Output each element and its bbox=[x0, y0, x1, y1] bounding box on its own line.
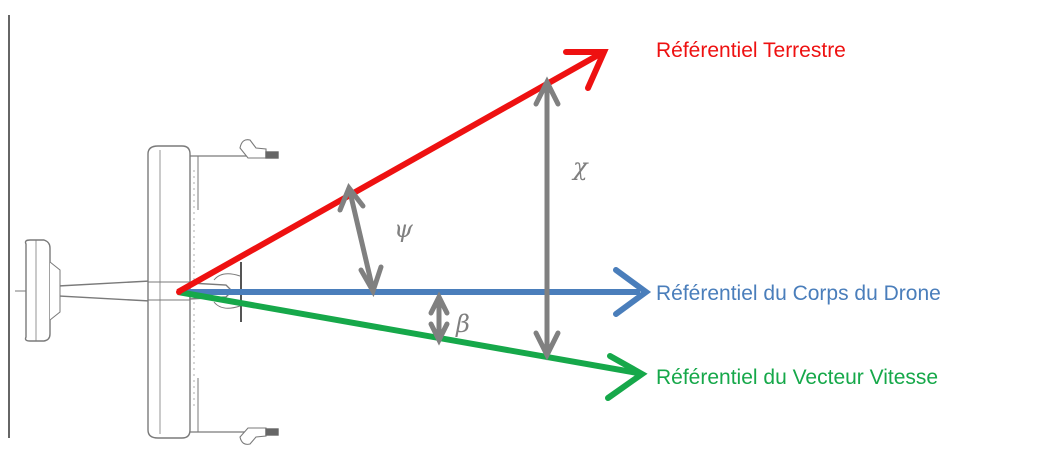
velocity-frame-arrow bbox=[177, 289, 648, 401]
tail-boom bbox=[57, 280, 151, 302]
body-frame-arrow bbox=[178, 267, 652, 317]
earth-frame-arrow bbox=[176, 49, 609, 295]
earth-frame-label: Référentiel Terrestre bbox=[656, 39, 846, 62]
psi-angle-arrow bbox=[337, 183, 384, 298]
chi-symbol: χ bbox=[571, 153, 589, 181]
velocity-frame-label: Référentiel du Vecteur Vitesse bbox=[656, 366, 938, 389]
horizontal-stabilizer bbox=[24, 239, 51, 342]
body-frame-label: Référentiel du Corps du Drone bbox=[656, 282, 941, 305]
drone-top-view-drawing bbox=[15, 139, 279, 445]
beta-angle-arrow bbox=[428, 291, 450, 346]
main-wing bbox=[147, 145, 191, 439]
beta-symbol: β bbox=[455, 310, 470, 338]
chi-angle-arrow bbox=[533, 76, 561, 361]
frames-origin-point bbox=[176, 289, 182, 295]
psi-symbol: ψ bbox=[394, 215, 414, 243]
